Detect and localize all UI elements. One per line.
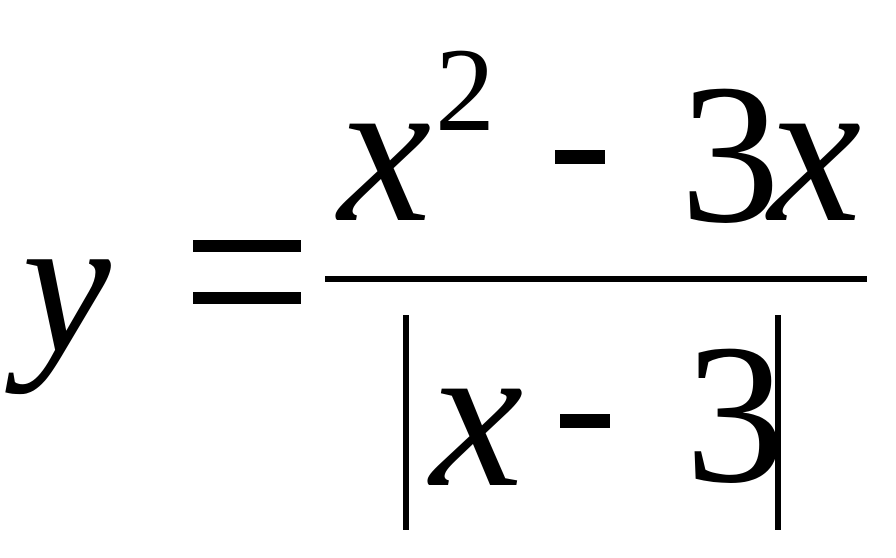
numerator-exponent: 2	[435, 23, 495, 156]
denominator-x: x	[430, 299, 524, 531]
numerator-minus-sign	[555, 150, 605, 164]
denominator-constant: 3	[685, 304, 785, 525]
absolute-value-right-bar	[775, 315, 781, 530]
equals-bar-top	[193, 240, 301, 252]
numerator-x: x	[338, 34, 432, 266]
equals-sign	[193, 240, 301, 304]
fraction-bar	[325, 276, 867, 282]
numerator-coefficient: 3	[680, 44, 780, 265]
lhs-variable-y: y	[22, 174, 111, 395]
equals-bar-bottom	[193, 292, 301, 304]
numerator-x-second: x	[768, 34, 862, 266]
denominator-minus-sign	[560, 414, 610, 428]
absolute-value-left-bar	[403, 315, 409, 530]
